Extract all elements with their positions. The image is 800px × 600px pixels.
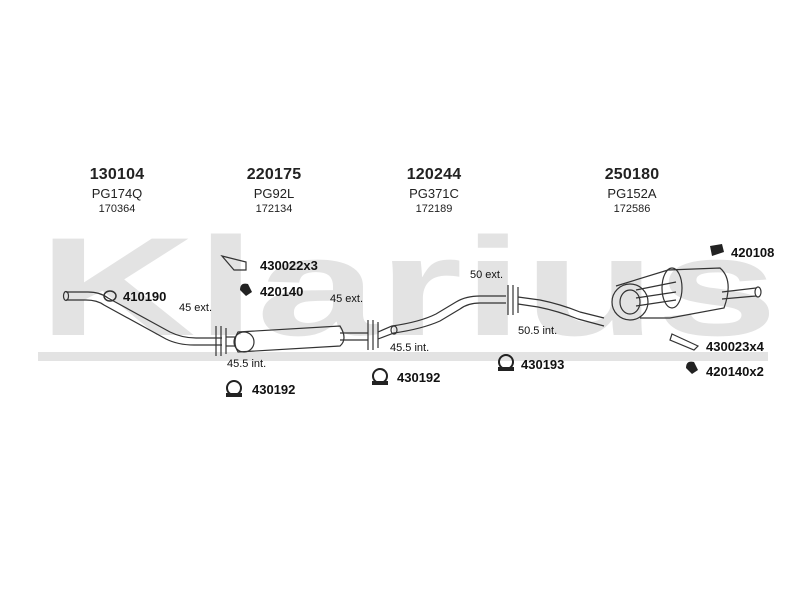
- section-code: PG174Q: [91, 186, 143, 201]
- clamp-bracket-icon-1: [220, 254, 247, 271]
- intermediate-pipe: [377, 295, 506, 340]
- section-code: PG92L: [253, 186, 295, 201]
- section-ref: 170364: [98, 203, 136, 215]
- section-number: 130104: [89, 166, 145, 183]
- flange-joint-3: [507, 285, 519, 315]
- front-pipe: [62, 290, 222, 346]
- accessory-icons: [103, 244, 724, 397]
- middle-silencer: [226, 325, 368, 353]
- dimension-label-455int-1: 45.5 int.: [227, 358, 267, 370]
- part-label-430193: 430193: [521, 357, 565, 372]
- part-label-420140: 420140: [260, 284, 304, 299]
- section-ref: 172134: [255, 203, 293, 215]
- section-header-4: 250180 PG152A 172586: [572, 166, 692, 215]
- part-label-430192-b: 430192: [397, 370, 441, 385]
- rubber-mount-icon-2: [372, 368, 388, 385]
- rubber-mount-icon-1: [226, 380, 242, 397]
- flange-joint-1: [215, 326, 227, 356]
- part-label-430192-a: 430192: [252, 382, 296, 397]
- section-number: 250180: [604, 166, 660, 183]
- part-label-430023: 430023x4: [706, 339, 764, 354]
- section-ref: 172586: [613, 203, 651, 215]
- clamp-icon-2: [710, 244, 724, 256]
- section-header-2: 220175 PG92L 172134: [214, 166, 334, 215]
- section-ref: 172189: [415, 203, 453, 215]
- part-label-430022: 430022x3: [260, 258, 318, 273]
- logo-underline: [38, 352, 768, 361]
- section-number: 220175: [246, 166, 302, 183]
- dimension-label-45ext-1: 45 ext.: [179, 302, 213, 314]
- section-code: PG152A: [607, 186, 657, 201]
- dimension-label-50ext: 50 ext.: [470, 269, 504, 281]
- part-label-420108: 420108: [731, 245, 775, 260]
- dimension-label-45ext-2: 45 ext.: [330, 293, 364, 305]
- part-label-420140x2: 420140x2: [706, 364, 764, 379]
- section-code: PG371C: [409, 186, 459, 201]
- dimension-label-455int-2: 45.5 int.: [390, 342, 430, 354]
- section-header-1: 130104 PG174Q 170364: [57, 166, 177, 215]
- rear-box: [517, 267, 762, 327]
- gasket-ring-icon: [103, 290, 117, 302]
- clamp-icon-1: [240, 283, 252, 296]
- section-number: 120244: [406, 166, 462, 183]
- clamp-bracket-icon-2: [669, 333, 700, 351]
- dimension-label-505int: 50.5 int.: [518, 325, 558, 337]
- flange-joint-2: [367, 320, 379, 350]
- section-header-3: 120244 PG371C 172189: [374, 166, 494, 215]
- rubber-mount-icon-3: [498, 354, 514, 371]
- part-label-410190: 410190: [123, 289, 167, 304]
- clamp-icon-3: [686, 361, 698, 374]
